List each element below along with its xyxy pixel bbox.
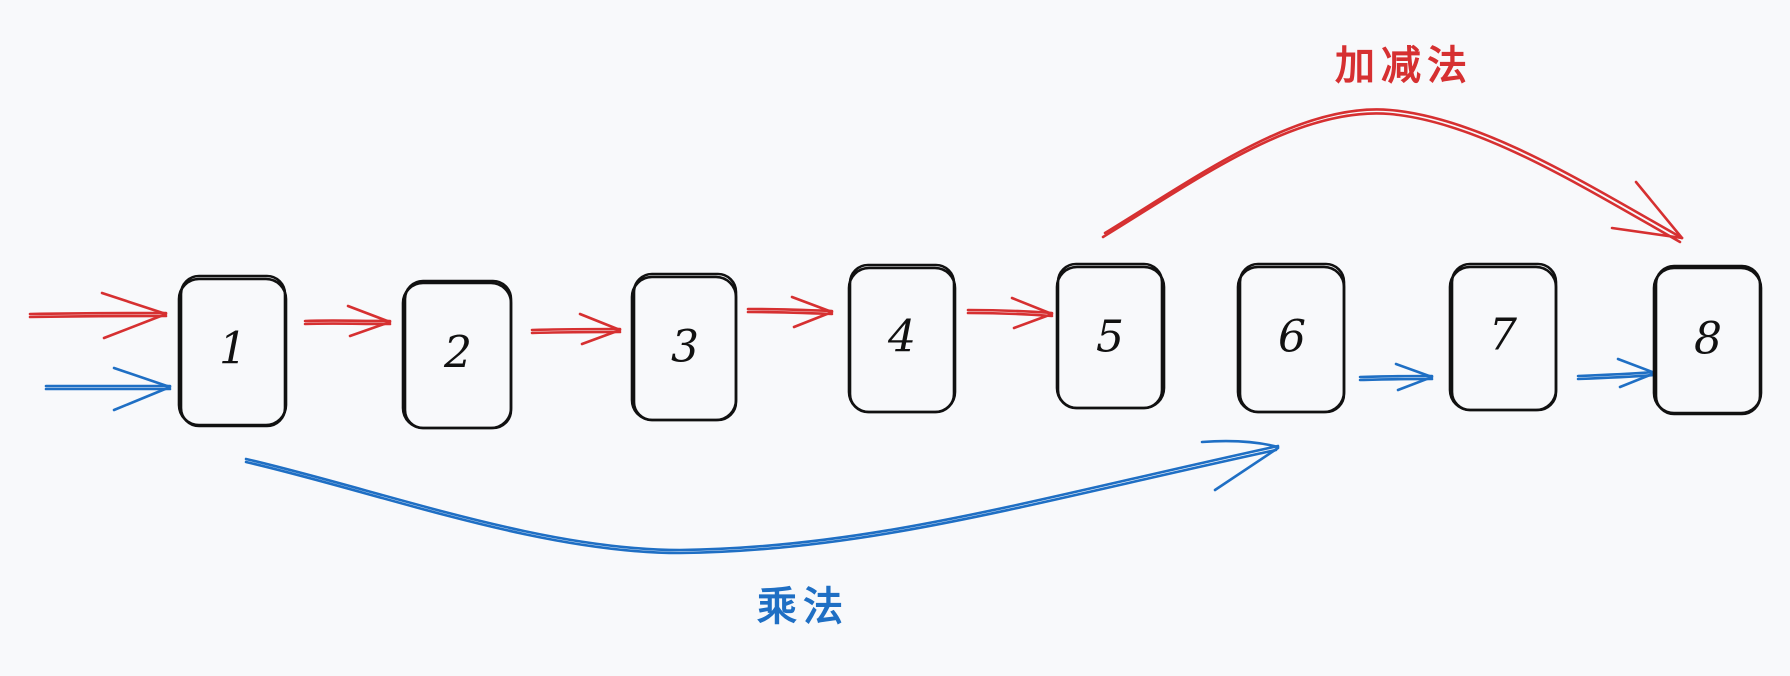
node-2: 2 (401, 279, 513, 430)
node-6-label: 6 (1278, 312, 1306, 363)
blue-arrow-6-7 (1358, 362, 1434, 392)
node-8: 8 (1652, 264, 1763, 416)
red-arrow-3-4 (746, 295, 834, 329)
node-3-label: 3 (671, 322, 699, 373)
node-4-label: 4 (887, 312, 916, 363)
node-1: 1 (177, 274, 288, 428)
node-7: 7 (1448, 262, 1558, 412)
red-arrow-1-2 (303, 304, 392, 338)
red-arrow-2-3 (530, 312, 622, 346)
add-sub-label: 加减法 (1335, 43, 1473, 89)
red-arrow-5-8-curve (1101, 108, 1684, 244)
node-group: 1 2 3 4 5 6 7 (177, 262, 1763, 430)
node-8-label: 8 (1694, 314, 1722, 365)
blue-arrow-7-8 (1576, 357, 1657, 389)
red-entry-arrow (28, 291, 168, 340)
node-7-label: 7 (1489, 310, 1517, 361)
node-4: 4 (847, 263, 957, 414)
node-5-label: 5 (1096, 312, 1124, 363)
node-3: 3 (630, 272, 738, 422)
blue-arrow-1-6-curve (244, 439, 1280, 555)
node-6: 6 (1236, 262, 1346, 414)
node-1-label: 1 (219, 324, 247, 375)
node-5: 5 (1055, 262, 1166, 410)
multiply-label: 乘法 (757, 584, 849, 630)
blue-entry-arrow (44, 366, 172, 412)
red-arrow-4-5 (966, 296, 1054, 330)
add-sub-path (28, 108, 1684, 346)
node-2-label: 2 (443, 328, 472, 379)
